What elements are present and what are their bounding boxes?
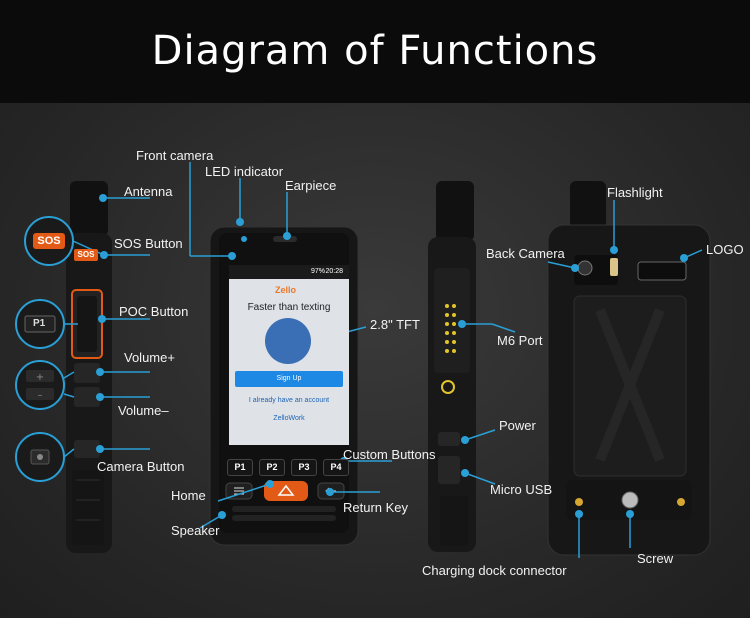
label-led-indicator: LED indicator xyxy=(205,164,284,179)
label-home: Home xyxy=(171,488,206,503)
label-return-key: Return Key xyxy=(343,500,409,515)
svg-text:+: + xyxy=(36,372,44,383)
poc-zoom-key: P1 xyxy=(33,318,46,329)
p2-key[interactable]: P2 xyxy=(259,459,285,476)
app-tagline: Faster than texting xyxy=(247,302,331,313)
label-poc-button: POC Button xyxy=(119,304,189,319)
label-camera-button: Camera Button xyxy=(97,459,185,474)
clock: 20:28 xyxy=(325,268,343,275)
battery-level: 97% xyxy=(310,268,325,275)
volume-zoom-circle xyxy=(15,360,65,410)
label-earpiece: Earpiece xyxy=(285,178,337,193)
label-tft: 2.8" TFT xyxy=(370,317,420,332)
label-speaker: Speaker xyxy=(171,523,220,538)
label-logo: LOGO xyxy=(706,242,744,257)
p4-key[interactable]: P4 xyxy=(323,459,349,476)
sos-side-badge: SOS xyxy=(74,249,98,261)
sos-zoom-badge: SOS xyxy=(33,233,65,249)
label-back-camera: Back Camera xyxy=(486,246,565,261)
page-title: Diagram of Functions xyxy=(151,28,599,74)
label-volume-down: Volume– xyxy=(118,403,169,418)
leader-lines xyxy=(63,162,703,558)
label-micro-usb: Micro USB xyxy=(490,482,553,497)
side-phone-left xyxy=(66,181,112,553)
label-charging-dock: Charging dock connector xyxy=(422,563,567,578)
label-front-camera: Front camera xyxy=(136,148,214,163)
label-power: Power xyxy=(499,418,536,433)
header-bar: Diagram of Functions xyxy=(0,0,750,103)
back-phone xyxy=(547,181,711,556)
zellowork-link[interactable]: ZelloWork xyxy=(273,415,305,422)
p3-key[interactable]: P3 xyxy=(291,459,317,476)
label-screw: Screw xyxy=(637,551,674,566)
user-illustration xyxy=(265,318,311,364)
svg-text:–: – xyxy=(38,390,43,401)
side-phone-right xyxy=(428,181,476,552)
status-bar: 97% 20:28 xyxy=(229,265,349,279)
label-flashlight: Flashlight xyxy=(607,185,663,200)
label-antenna: Antenna xyxy=(124,184,173,199)
sign-up-button[interactable]: Sign Up xyxy=(235,371,343,387)
have-account-link[interactable]: I already have an account xyxy=(248,397,330,404)
label-sos-button: SOS Button xyxy=(114,236,183,251)
zello-logo: Zello xyxy=(275,285,297,295)
label-custom-buttons: Custom Buttons xyxy=(343,447,436,462)
label-m6-port: M6 Port xyxy=(497,333,543,348)
phone-screen: 97% 20:28 Zello Faster than texting Sign… xyxy=(229,265,349,445)
p1-key[interactable]: P1 xyxy=(227,459,253,476)
label-volume-up: Volume+ xyxy=(124,350,175,365)
